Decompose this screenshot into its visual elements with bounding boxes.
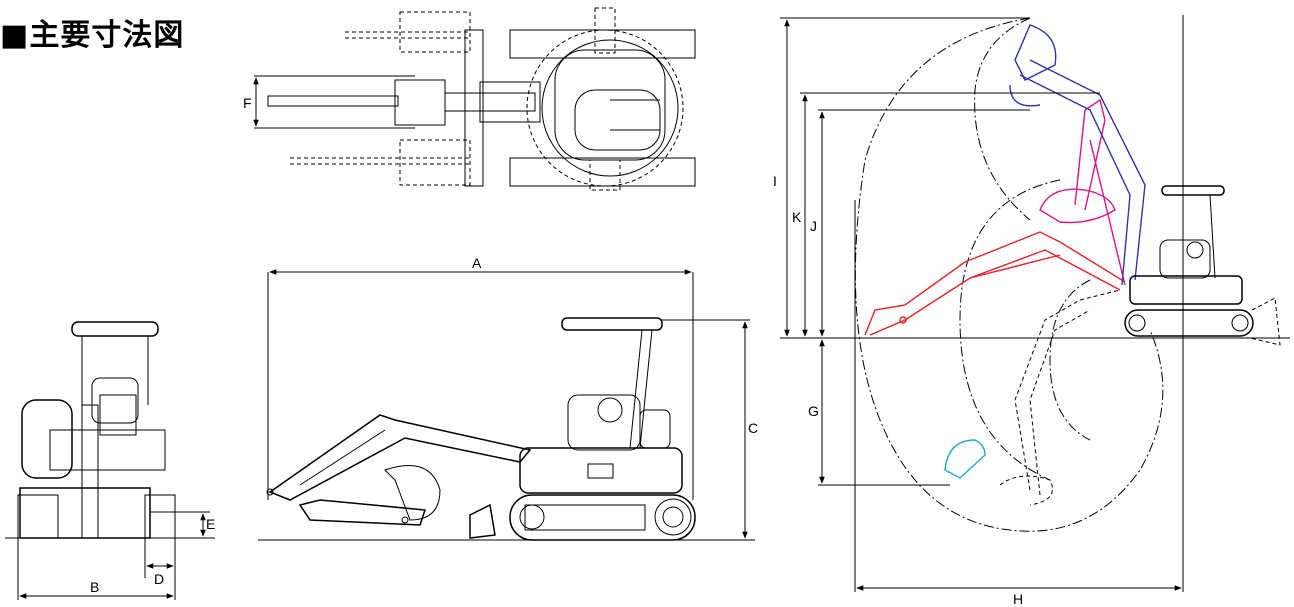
dim-label-a: A	[472, 255, 482, 271]
dim-label-j: J	[810, 218, 817, 234]
dim-label-h: H	[1013, 591, 1023, 607]
side-view: A C	[258, 255, 758, 541]
dim-label-f: F	[243, 95, 252, 111]
top-view: F	[243, 7, 696, 191]
dim-label-d: D	[154, 571, 164, 587]
front-view: E D B	[5, 321, 215, 600]
dim-label-k: K	[792, 209, 802, 225]
dim-label-g: G	[808, 403, 819, 419]
page-title: ■主要寸法図	[0, 18, 185, 53]
dim-label-e: E	[206, 516, 215, 532]
dim-label-i: I	[773, 173, 777, 189]
working-range-view: I K J G H	[773, 15, 1290, 607]
dim-label-c: C	[748, 420, 758, 436]
dim-label-b: B	[90, 579, 99, 595]
